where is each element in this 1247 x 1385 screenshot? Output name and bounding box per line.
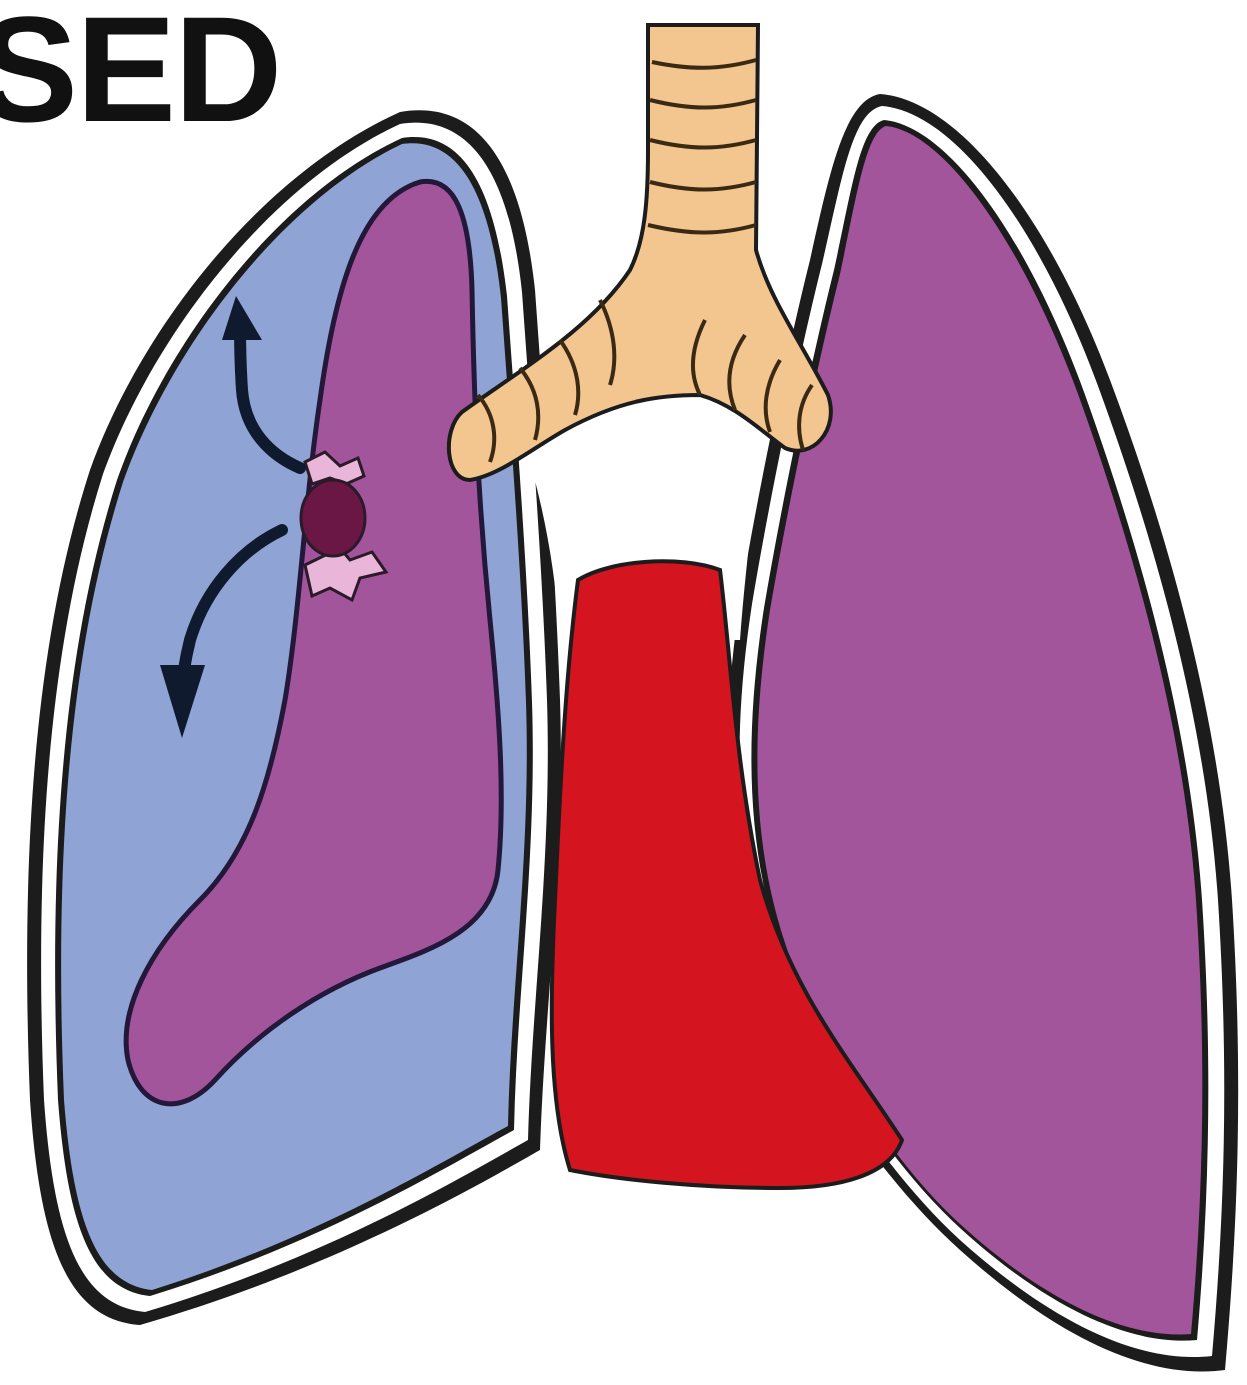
bleb-hole xyxy=(301,480,365,556)
